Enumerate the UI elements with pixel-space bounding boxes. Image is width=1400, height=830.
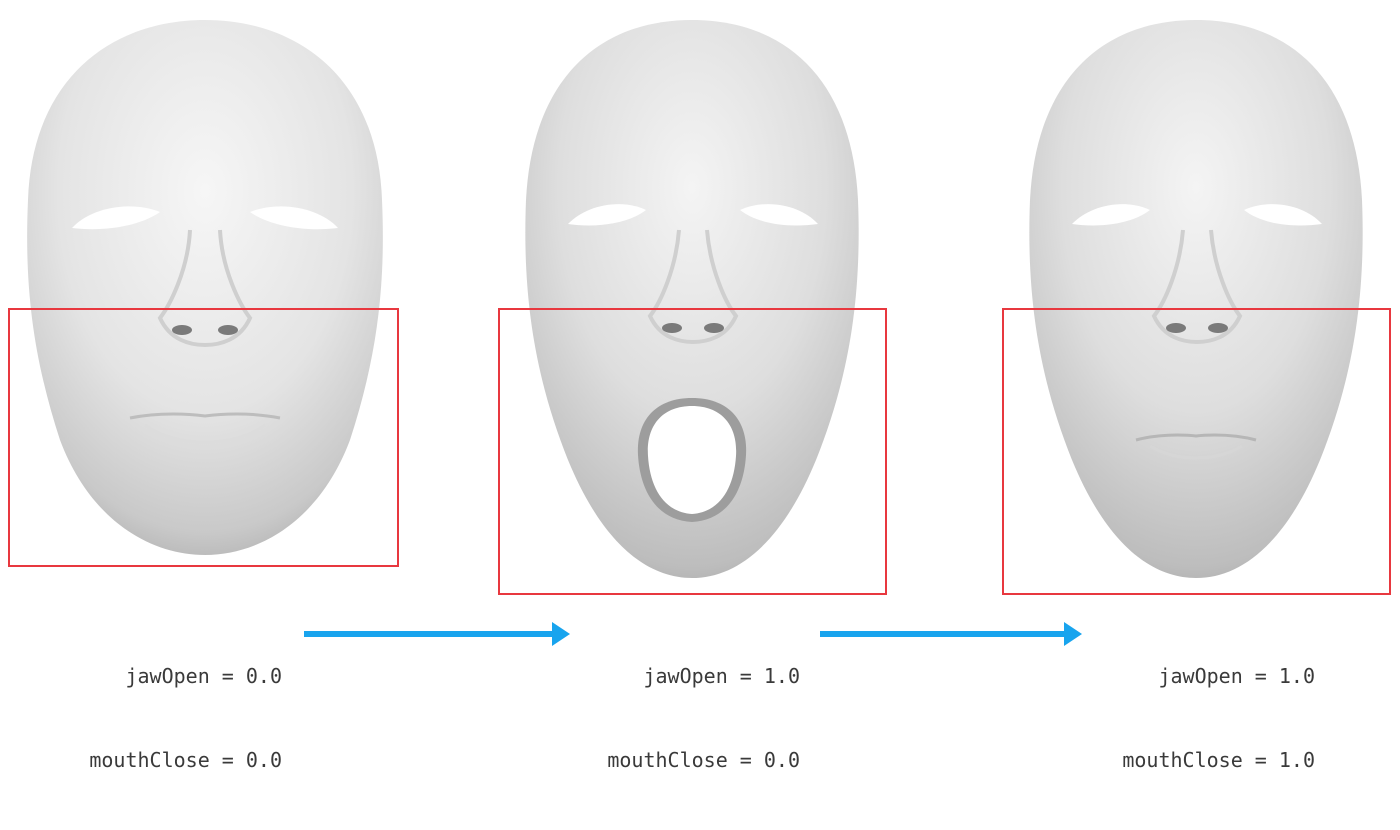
jaw-open-label: jawOpen = 1.0 <box>643 664 800 688</box>
jaw-open-label: jawOpen = 1.0 <box>1158 664 1315 688</box>
lower-face-highlight-box <box>1002 308 1391 595</box>
caption-panel-1: jawOpen = 0.0 mouthClose = 0.0 <box>22 606 282 830</box>
mouth-close-label: mouthClose = 0.0 <box>89 748 282 772</box>
face-panel-jaw-open-mouth-close <box>1000 0 1394 600</box>
lower-face-highlight-box <box>8 308 399 567</box>
blendshape-comparison-diagram: jawOpen = 0.0 mouthClose = 0.0 jawOpen =… <box>0 0 1394 772</box>
mouth-close-label: mouthClose = 1.0 <box>1122 748 1315 772</box>
arrow-head-icon <box>552 622 570 646</box>
mouth-close-label: mouthClose = 0.0 <box>607 748 800 772</box>
face-panel-neutral <box>0 0 410 600</box>
face-panel-jaw-open <box>496 0 890 600</box>
transition-arrow-2 <box>820 622 1082 646</box>
lower-face-highlight-box <box>498 308 887 595</box>
face-render-jaw-open <box>525 20 859 578</box>
caption-panel-2: jawOpen = 1.0 mouthClose = 0.0 <box>540 606 800 830</box>
arrow-head-icon <box>1064 622 1082 646</box>
jaw-open-label: jawOpen = 0.0 <box>125 664 282 688</box>
transition-arrow-1 <box>304 622 570 646</box>
arrow-shaft <box>820 631 1066 637</box>
face-render-jaw-open-mouth-close <box>1029 20 1363 578</box>
arrow-shaft <box>304 631 554 637</box>
face-render-neutral <box>27 20 383 555</box>
caption-panel-3: jawOpen = 1.0 mouthClose = 1.0 <box>1055 606 1315 830</box>
